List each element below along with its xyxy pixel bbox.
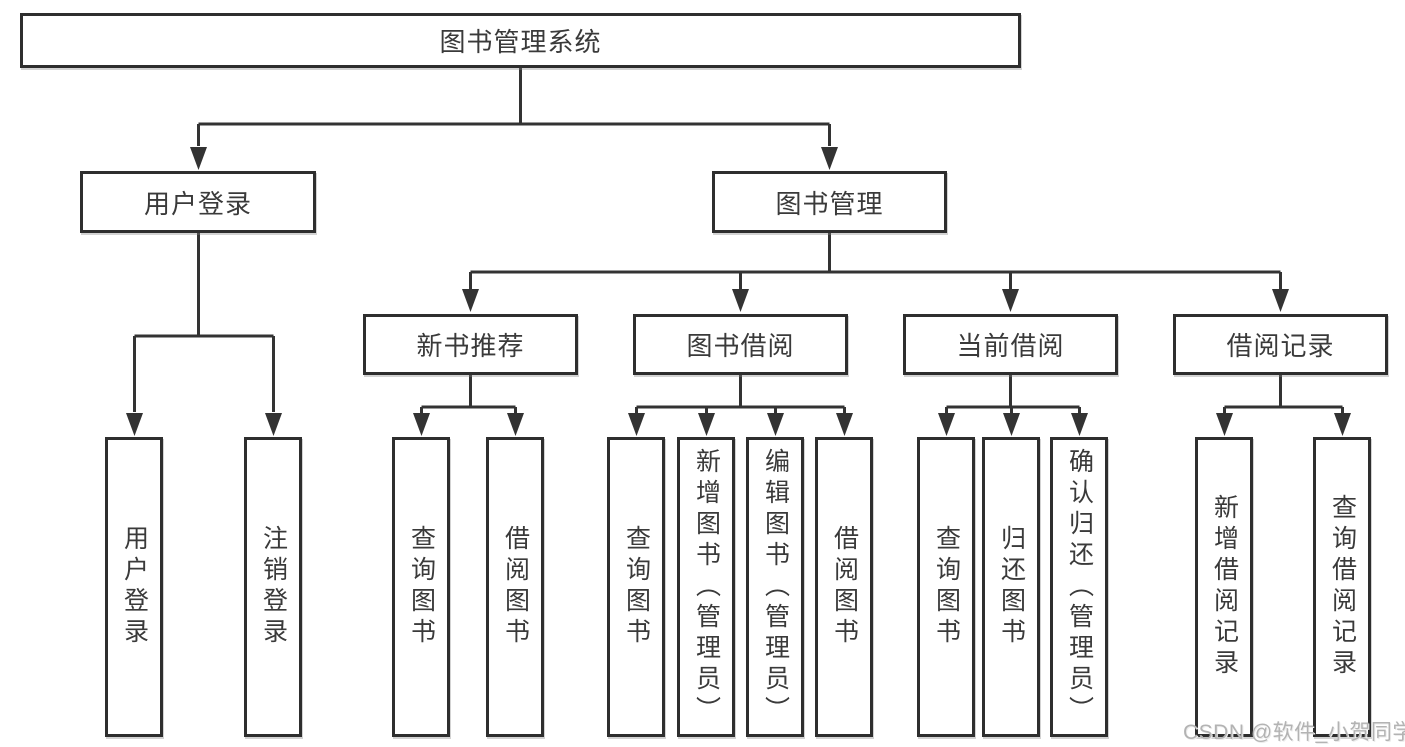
node-book-borrow: 图书借阅 xyxy=(633,314,848,375)
leaf-confirm-return-admin-label: 确认归还（管理员） xyxy=(1065,447,1094,727)
leaf-add-borrow-record-label: 新增借阅记录 xyxy=(1210,494,1239,680)
leaf-borrow-books-recommend-label: 借阅图书 xyxy=(501,525,530,649)
leaf-user-login: 用户登录 xyxy=(105,437,163,737)
leaf-query-books-borrow-label: 查询图书 xyxy=(622,525,651,649)
leaf-query-books-borrow: 查询图书 xyxy=(607,437,665,737)
leaf-logout: 注销登录 xyxy=(244,437,302,737)
leaf-edit-book-admin: 编辑图书（管理员） xyxy=(746,437,804,737)
leaf-add-borrow-record: 新增借阅记录 xyxy=(1195,437,1253,737)
leaf-user-login-label: 用户登录 xyxy=(120,525,149,649)
node-borrow-records: 借阅记录 xyxy=(1173,314,1388,375)
watermark: CSDN @软件_小贺同学 xyxy=(1183,721,1405,744)
leaf-borrow-books-borrow: 借阅图书 xyxy=(815,437,873,737)
leaf-logout-label: 注销登录 xyxy=(259,525,288,649)
node-root: 图书管理系统 xyxy=(20,13,1021,68)
node-book-management-label: 图书管理 xyxy=(775,188,884,219)
leaf-query-borrow-record: 查询借阅记录 xyxy=(1313,437,1371,737)
node-new-book-recommend: 新书推荐 xyxy=(363,314,578,375)
leaf-confirm-return-admin: 确认归还（管理员） xyxy=(1050,437,1108,737)
node-current-borrow-label: 当前借阅 xyxy=(956,331,1065,361)
node-user-login-label: 用户登录 xyxy=(143,188,252,219)
leaf-return-book-label: 归还图书 xyxy=(997,525,1026,649)
node-new-book-recommend-label: 新书推荐 xyxy=(416,331,525,361)
leaf-borrow-books-borrow-label: 借阅图书 xyxy=(830,525,859,649)
leaf-edit-book-admin-label: 编辑图书（管理员） xyxy=(761,447,790,727)
node-current-borrow: 当前借阅 xyxy=(903,314,1118,375)
leaf-query-books-recommend: 查询图书 xyxy=(392,437,450,737)
leaf-add-book-admin: 新增图书（管理员） xyxy=(677,437,735,737)
node-borrow-records-label: 借阅记录 xyxy=(1226,331,1335,361)
leaf-query-books-current-label: 查询图书 xyxy=(932,525,961,649)
leaf-query-books-recommend-label: 查询图书 xyxy=(407,525,436,649)
leaf-borrow-books-recommend: 借阅图书 xyxy=(486,437,544,737)
leaf-add-book-admin-label: 新增图书（管理员） xyxy=(692,447,721,727)
node-user-login: 用户登录 xyxy=(80,171,316,233)
leaf-query-borrow-record-label: 查询借阅记录 xyxy=(1328,494,1357,680)
node-root-label: 图书管理系统 xyxy=(439,27,602,57)
leaf-query-books-current: 查询图书 xyxy=(917,437,975,737)
leaf-return-book: 归还图书 xyxy=(982,437,1040,737)
node-book-borrow-label: 图书借阅 xyxy=(686,331,795,361)
node-book-management: 图书管理 xyxy=(712,171,947,233)
